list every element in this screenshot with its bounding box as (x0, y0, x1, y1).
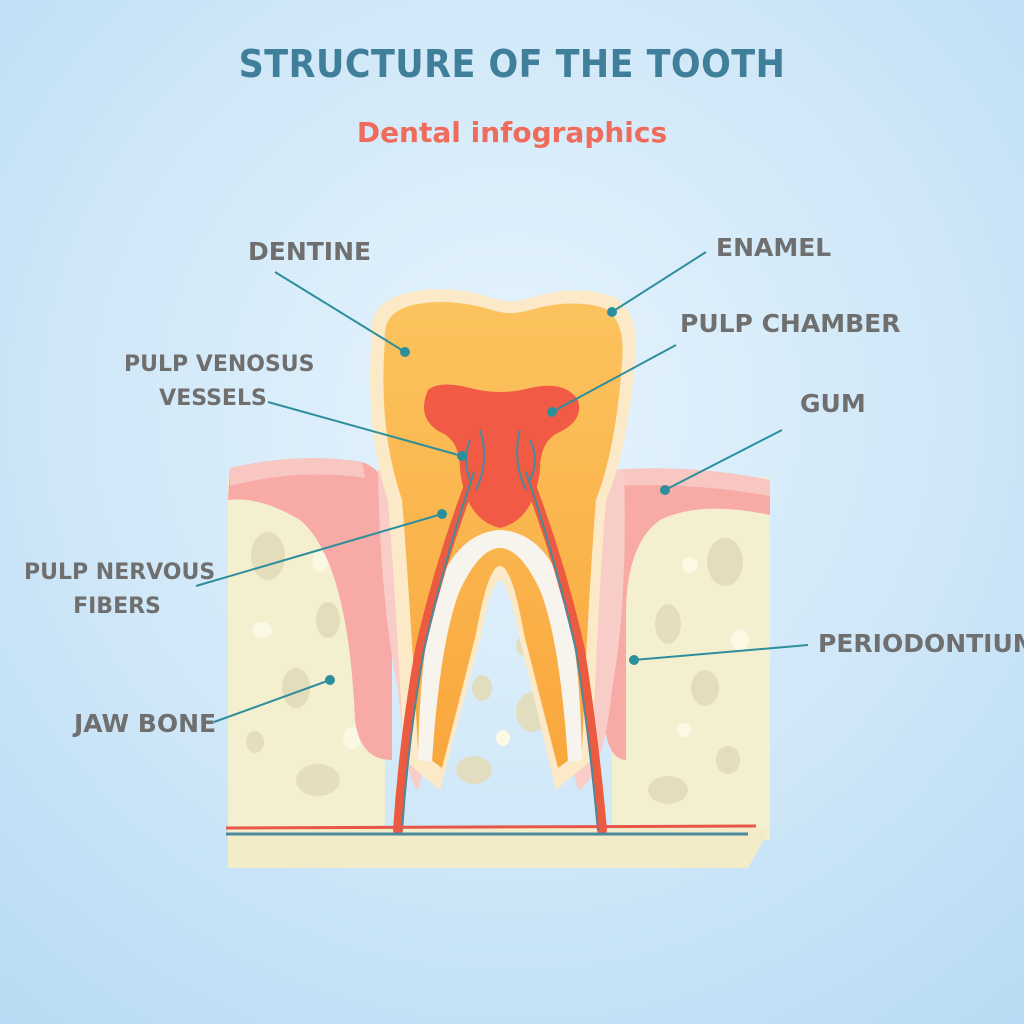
leader-jaw-bone (213, 679, 331, 723)
leader-lines (195, 251, 809, 723)
label-pulp-chamber: PULP CHAMBER (680, 309, 901, 338)
leader-pulp-venosus (267, 401, 463, 457)
label-pulp-venosus-line1: PULP VENOSUS (124, 352, 315, 377)
label-periodontium: PERIODONTIUM (818, 629, 1024, 658)
page-subtitle: Dental infographics (356, 116, 668, 149)
label-enamel: ENAMEL (716, 233, 832, 262)
leader-enamel (611, 251, 707, 313)
page-title: STRUCTURE OF THE TOOTH (238, 42, 786, 86)
label-jaw-bone: JAW BONE (74, 709, 217, 738)
pulp-canals (393, 465, 607, 835)
label-pulp-nervous-line2: FIBERS (73, 594, 161, 619)
label-pulp-nervous-fibers: PULP NERVOUS FIBERS (24, 556, 216, 624)
label-pulp-venosus-line2: VESSELS (159, 386, 267, 411)
leader-pulp-chamber (551, 344, 677, 413)
leader-periodontium (633, 644, 809, 661)
bone-spots-light (252, 552, 749, 749)
leader-gum (664, 429, 783, 491)
pulp-chamber-shape (424, 384, 580, 528)
pulp-vessels (401, 429, 599, 831)
leader-pulp-nervous (195, 513, 443, 587)
base-lines (225, 824, 757, 836)
label-pulp-venosus-vessels: PULP VENOSUS VESSELS (124, 348, 315, 416)
label-gum: GUM (800, 389, 866, 418)
label-pulp-nervous-line1: PULP NERVOUS (24, 560, 216, 585)
root-gap (418, 530, 582, 762)
label-dentine: DENTINE (248, 237, 372, 266)
leader-dentine (274, 271, 406, 353)
